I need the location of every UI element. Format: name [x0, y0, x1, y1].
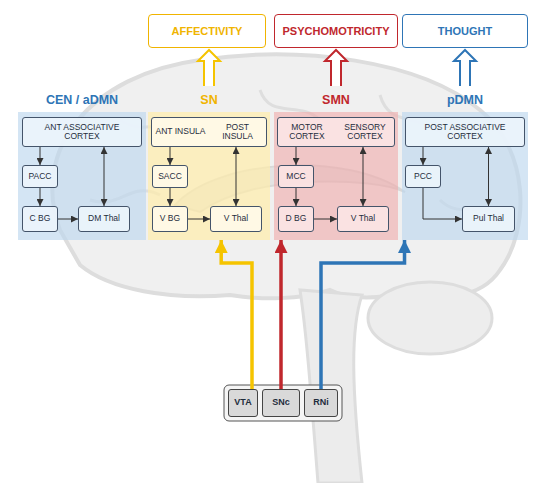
box-label: VTA [234, 398, 251, 408]
connector-arrow [188, 219, 210, 220]
box-label: RNi [313, 398, 329, 408]
process-box: PCC [405, 165, 441, 188]
process-box: MCC [278, 165, 314, 188]
box-label: DM Thal [88, 214, 120, 223]
network-panel: pDMN POST ASSOCIATIVE CORTEX PCC Pul Thal [402, 88, 528, 240]
outcome-box: AFFECTIVITY [148, 14, 266, 48]
process-box: SACC [152, 165, 188, 188]
connector-arrow [423, 188, 462, 219]
block-arrow [325, 50, 347, 86]
box-label: V Thal [224, 214, 248, 223]
connector-arrow [279, 240, 283, 389]
box-label: THOUGHT [438, 25, 492, 37]
process-box: DM Thal [78, 206, 130, 232]
box-label: ANT INSULA [156, 127, 206, 136]
panel-heading: CEN / aDMN [18, 90, 146, 110]
box-label: POST INSULA [213, 123, 263, 142]
box-label: POST ASSOCIATIVE CORTEX [423, 123, 507, 142]
nucleus-box: RNi [304, 389, 338, 417]
box-label: PCC [414, 172, 432, 181]
box-label: PACC [29, 172, 52, 181]
panel-heading: SMN [274, 90, 398, 110]
box-label: SACC [158, 172, 182, 181]
cortex-box: POST ASSOCIATIVE CORTEX [405, 117, 525, 147]
process-box: V BG [152, 206, 188, 232]
nuclei-group-box [224, 385, 342, 421]
box-label: SNc [272, 398, 290, 408]
process-box: D BG [278, 206, 314, 232]
connector-arrow [423, 147, 424, 165]
outcome-box: THOUGHT [402, 14, 528, 48]
box-label: MCC [286, 172, 305, 181]
nucleus-box: SNc [262, 389, 300, 417]
connector-arrow [321, 240, 405, 389]
connector-arrow [58, 219, 78, 220]
box-label: V BG [160, 214, 180, 223]
connector-arrow [296, 147, 297, 165]
network-panel: CEN / aDMN ANT ASSOCIATIVE CORTEX PACC C BG… [18, 88, 146, 240]
connector-arrow [221, 240, 252, 389]
connector-arrow [104, 147, 105, 206]
box-label: MOTOR CORTEX [282, 123, 332, 142]
connector-arrow [296, 188, 297, 206]
network-panel: SN ANT INSULA POST INSULA SACC V BG V Thal [148, 88, 270, 240]
connector-arrow [170, 188, 171, 206]
box-label: PSYCHOMOTRICITY [283, 25, 390, 37]
nucleus-box: VTA [228, 389, 258, 417]
connector-arrow [170, 147, 171, 165]
cortex-box: ANT INSULA POST INSULA [151, 117, 267, 147]
process-box: V Thal [210, 206, 262, 232]
panel-heading: pDMN [402, 90, 528, 110]
connector-arrow [488, 147, 489, 206]
outcome-box: PSYCHOMOTRICITY [274, 14, 398, 48]
box-label: AFFECTIVITY [172, 25, 243, 37]
box-label: C BG [30, 214, 51, 223]
block-arrow [454, 50, 476, 86]
panel-heading: SN [148, 90, 270, 110]
connector-arrow [363, 147, 364, 206]
process-box: PACC [22, 165, 58, 188]
process-box: C BG [22, 206, 58, 232]
network-panel: SMN MOTOR CORTEX SENSORY CORTEX MCC D BG V Th… [274, 88, 398, 240]
cortex-box: ANT ASSOCIATIVE CORTEX [22, 117, 142, 147]
box-label: Pul Thal [473, 214, 504, 223]
connector-arrow [40, 188, 41, 206]
box-label: SENSORY CORTEX [340, 123, 390, 142]
box-label: D BG [286, 214, 307, 223]
box-label: ANT ASSOCIATIVE CORTEX [40, 123, 124, 142]
cerebellum-outline [368, 282, 492, 354]
connector-arrow [236, 147, 237, 206]
process-box: Pul Thal [462, 206, 515, 232]
box-label: V Thal [351, 214, 375, 223]
connector-arrow [314, 219, 337, 220]
cortex-box: MOTOR CORTEX SENSORY CORTEX [277, 117, 395, 147]
process-box: V Thal [337, 206, 389, 232]
block-arrow [198, 50, 220, 86]
connector-arrow [40, 147, 41, 165]
